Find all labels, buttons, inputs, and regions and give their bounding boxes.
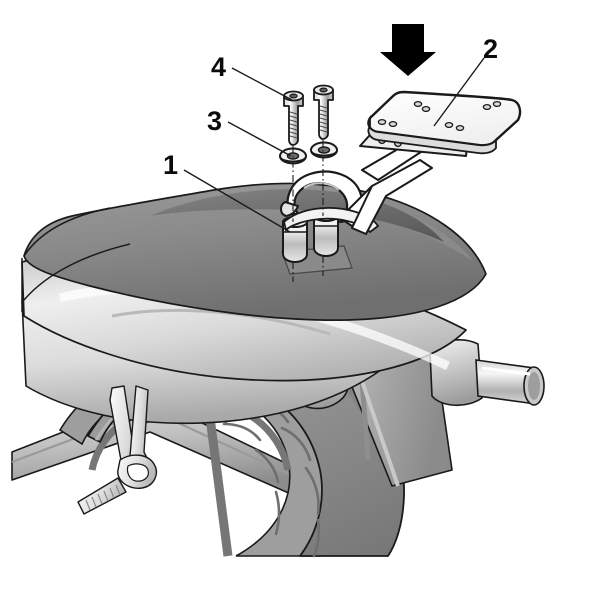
cable-tie-eye	[126, 463, 149, 482]
arrow-glyph	[380, 24, 436, 76]
callout-label-4: 4	[211, 52, 227, 82]
bolt-right-socket	[319, 87, 328, 93]
carrier-arm-lower	[351, 159, 433, 235]
cowl-nose-crease	[23, 243, 131, 301]
washers	[279, 141, 338, 165]
carrier-plate-assembly	[351, 90, 522, 235]
carrier-plate-edge	[367, 115, 497, 155]
leader-2	[433, 57, 485, 127]
washer-right	[310, 141, 338, 159]
cowl-nose-edge	[23, 207, 111, 257]
washer-right-thickness	[310, 150, 338, 157]
grab-rail-loop	[286, 170, 363, 224]
bolt-left-thread	[289, 111, 298, 139]
bolt-left	[283, 90, 304, 146]
tail-fairing-crease	[111, 308, 331, 336]
bolt-right-thread	[319, 105, 328, 133]
exhaust-highlight	[481, 366, 531, 376]
carrier-plate-holes	[377, 100, 502, 132]
callout-label-1: 1	[163, 150, 179, 180]
motorcycle-rear-assembly	[11, 182, 545, 558]
installation-direction-arrow	[380, 24, 436, 76]
cable-tie-teeth	[85, 484, 121, 511]
assembly-axes	[292, 140, 324, 282]
washer-right-hole	[317, 146, 331, 154]
cable-tie-tail	[77, 477, 127, 515]
leader-3	[227, 121, 292, 157]
leader-4	[231, 67, 293, 101]
grab-rail-inner-shade	[303, 182, 340, 191]
callout-label-3: 3	[207, 106, 223, 136]
bolts	[283, 84, 334, 146]
exhaust-bore	[528, 372, 540, 400]
grab-rail-foot-left	[280, 200, 300, 218]
cable-tie	[77, 385, 158, 515]
bolt-left-socket	[289, 93, 298, 99]
callout-label-2: 2	[483, 34, 499, 64]
leader-1	[183, 169, 291, 233]
bolt-right	[313, 84, 334, 140]
wheel-spoke-b	[203, 401, 233, 557]
exhaust	[429, 339, 545, 407]
callout-leaders	[183, 57, 485, 233]
grab-rail-mount-plate	[282, 207, 380, 234]
